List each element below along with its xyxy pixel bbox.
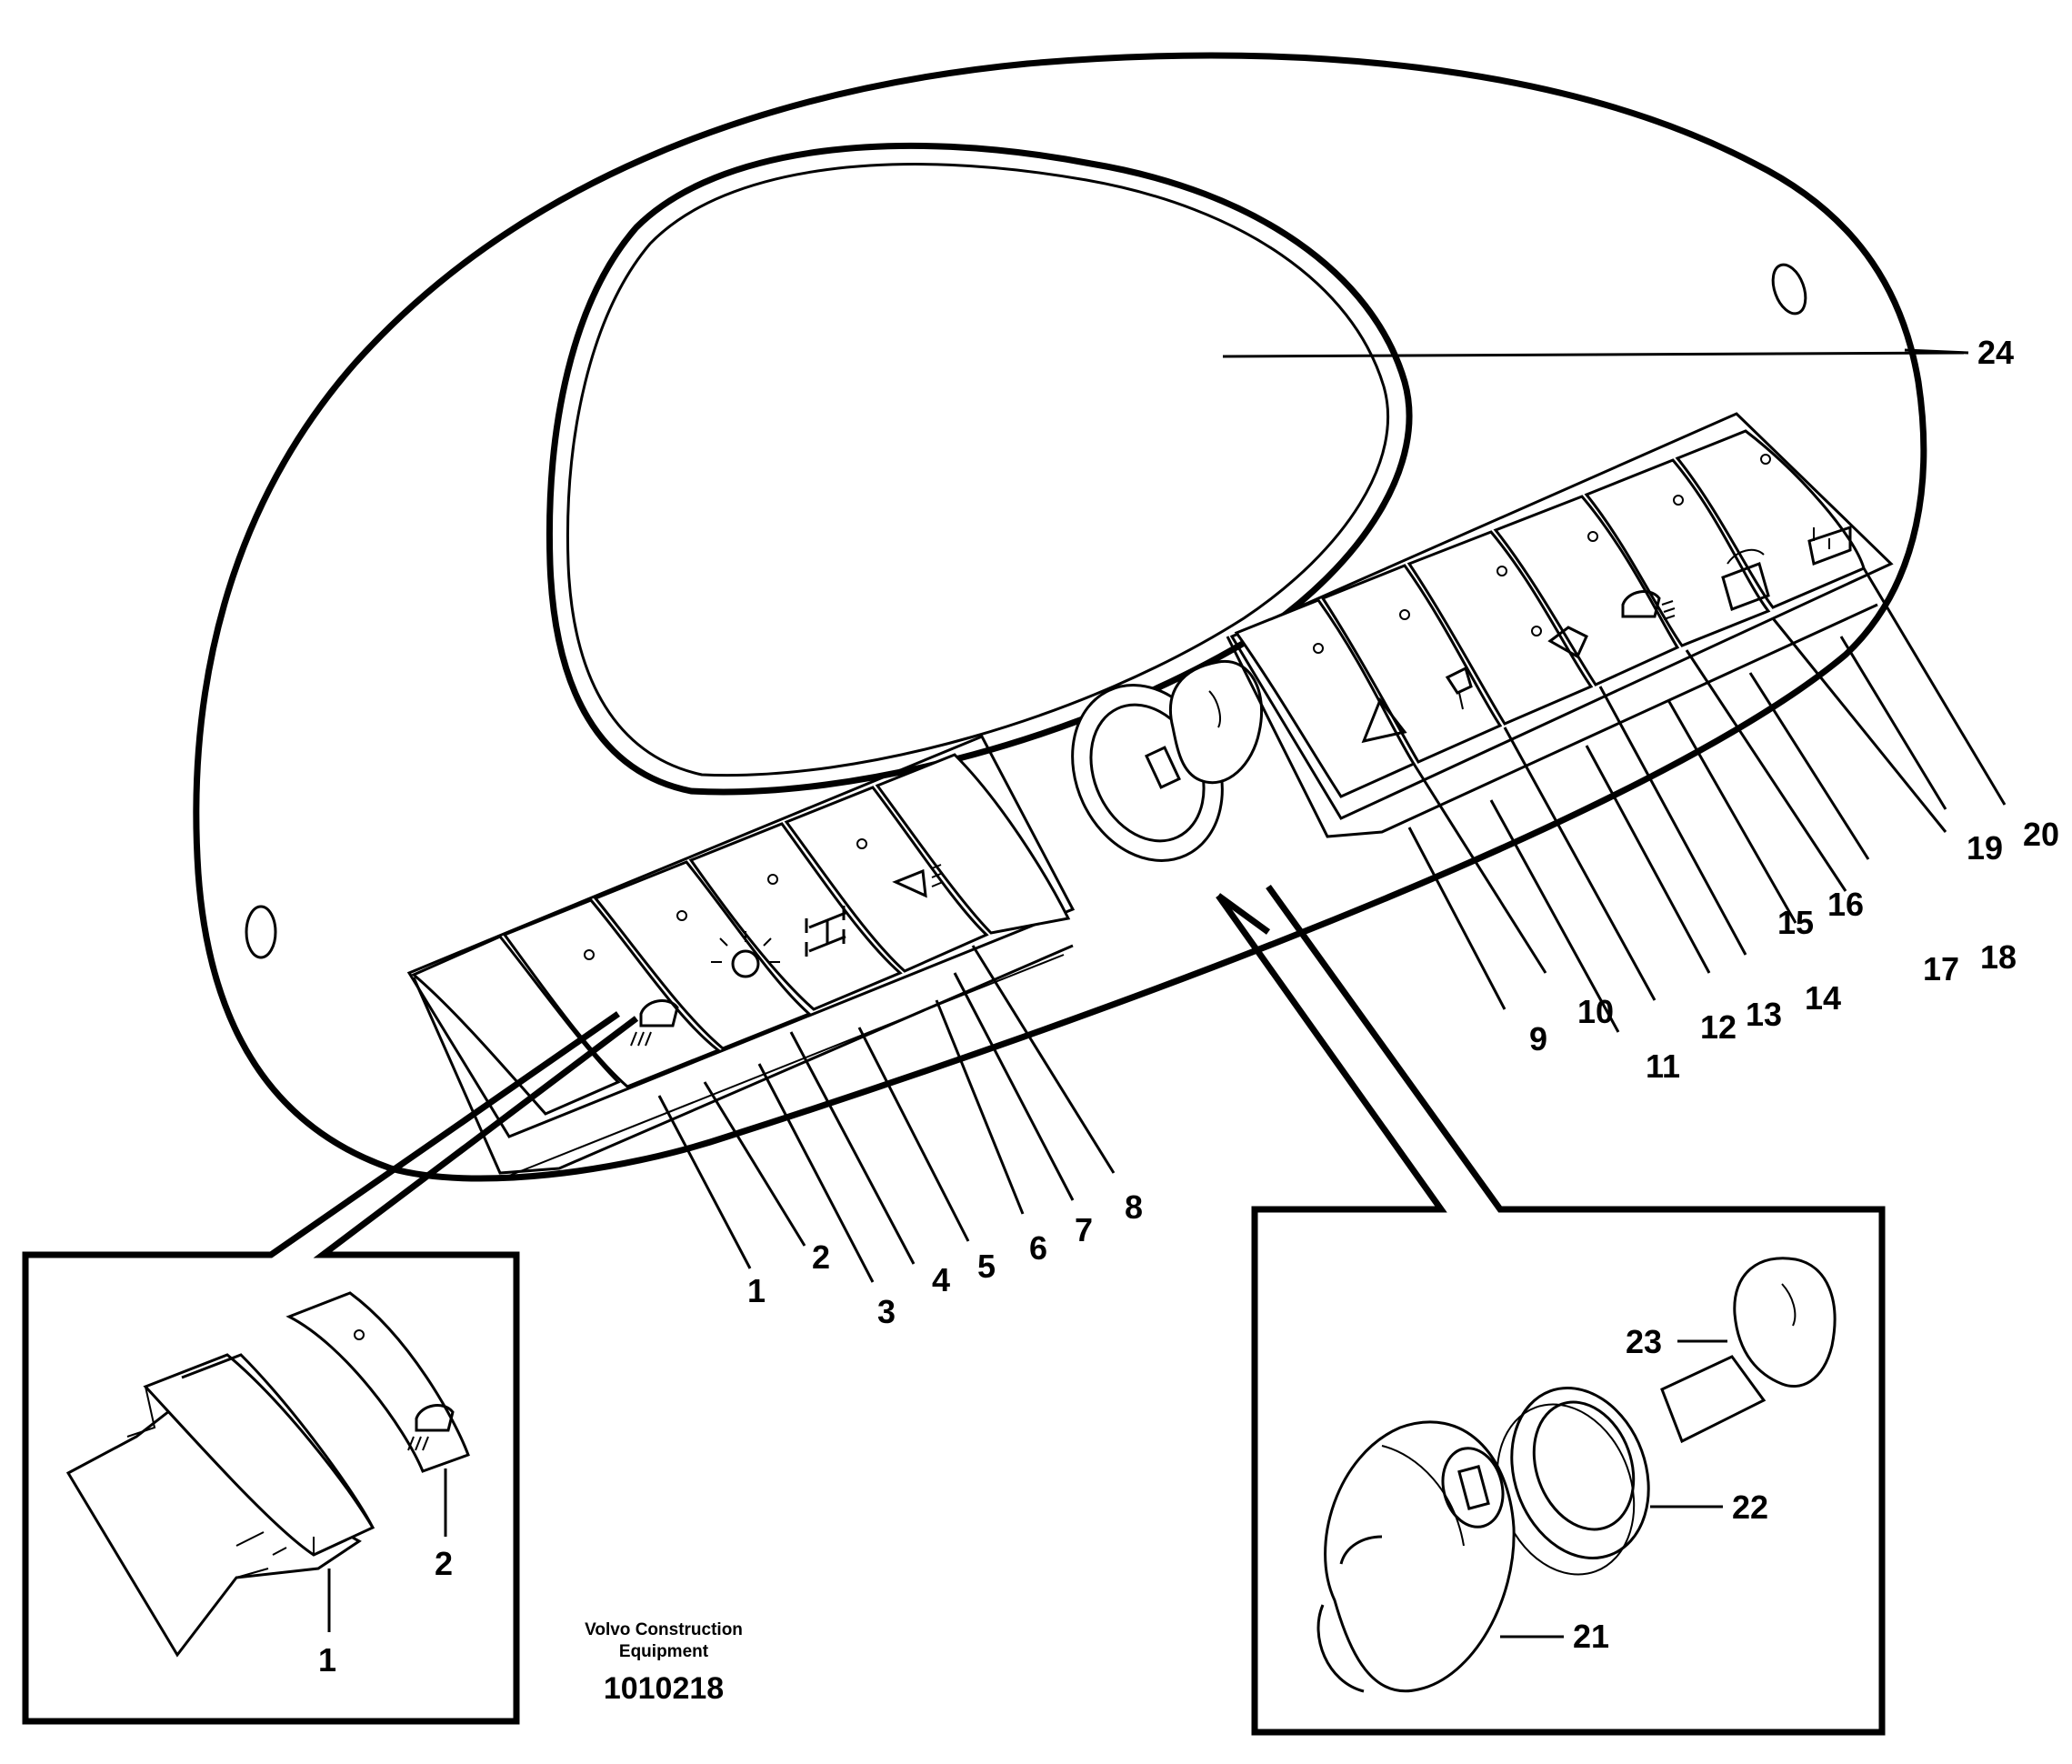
callout-24: 24	[1977, 334, 2014, 371]
gear-selector-icon	[1807, 525, 1852, 566]
ignition-bezel-ring	[1496, 1386, 1650, 1576]
callout-5: 5	[977, 1248, 996, 1285]
detail-callout-1: 1	[318, 1641, 336, 1679]
callout-11: 11	[1646, 1047, 1680, 1085]
callout-4: 4	[932, 1261, 950, 1298]
callout-21: 21	[1573, 1618, 1609, 1655]
mounting-slot-right	[1771, 263, 1807, 316]
detail-box-ignition: 23 22 21	[1216, 884, 1886, 1736]
main-callouts: 1 2 3 4 5 6 7 8 9 10 11 12 13 14 15 16 1…	[747, 334, 2059, 1330]
switch-differential-lock	[688, 822, 903, 1011]
rear-washer-icon	[1531, 626, 1588, 659]
leader-lines	[657, 348, 2007, 1283]
callout-2: 2	[812, 1238, 830, 1276]
ignition-switch	[1071, 659, 1264, 862]
ignition-key-detail	[1733, 1257, 1837, 1388]
detail-box-switch: 2 1	[22, 1011, 639, 1725]
beacon-light-icon	[711, 931, 780, 978]
right-switch-bank	[1226, 412, 1894, 838]
rear-work-light-icon	[1621, 590, 1676, 620]
switch-work-light-rear	[1493, 495, 1680, 687]
detail-callout-2: 2	[435, 1545, 453, 1582]
axle-lock-icon	[805, 906, 846, 957]
caption-company-line1: Volvo Construction	[585, 1620, 743, 1639]
callout-14: 14	[1805, 979, 1841, 1017]
hazard-warning-icon	[1361, 697, 1407, 744]
callout-13: 13	[1746, 996, 1782, 1033]
light-switch-icon	[1445, 666, 1473, 710]
caption-company-line2: Equipment	[619, 1642, 709, 1661]
switch-front-wiper	[1584, 458, 1771, 647]
mounting-slot-left	[245, 905, 277, 959]
callout-12: 12	[1700, 1008, 1737, 1046]
switch-lighting	[1320, 564, 1503, 764]
callout-18: 18	[1980, 938, 2017, 976]
switch-rotating-beacon	[593, 860, 812, 1050]
callout-1: 1	[747, 1272, 766, 1309]
callout-3: 3	[877, 1293, 896, 1330]
callout-20: 20	[2023, 816, 2059, 853]
callout-19: 19	[1967, 829, 2003, 867]
switch-work-light-front	[502, 898, 721, 1088]
drawing-caption: Volvo Construction Equipment 1010218	[585, 1620, 743, 1706]
switch-cover-exploded	[285, 1291, 470, 1473]
work-light-icon	[630, 999, 679, 1047]
blank-cover-right	[875, 753, 1071, 935]
callout-22: 22	[1732, 1488, 1768, 1526]
callout-17: 17	[1923, 950, 1959, 987]
callout-15: 15	[1777, 904, 1814, 941]
front-wiper-icon	[1721, 548, 1770, 611]
callout-6: 6	[1029, 1229, 1047, 1267]
instrument-panel-bezel	[193, 52, 1927, 1182]
switch-horn	[784, 786, 989, 973]
callout-16: 16	[1827, 886, 1864, 923]
work-light-icon-detail	[407, 1404, 455, 1451]
callout-9: 9	[1529, 1020, 1547, 1057]
callout-7: 7	[1075, 1211, 1093, 1248]
horn-icon	[892, 864, 944, 898]
callout-23: 23	[1626, 1323, 1662, 1360]
switch-rear-wiper	[1406, 530, 1594, 726]
ignition-lock-cylinder	[1316, 1420, 1516, 1693]
ignition-key	[1168, 659, 1264, 785]
left-switch-bank	[406, 735, 1076, 1178]
callout-10: 10	[1577, 993, 1614, 1030]
callout-8: 8	[1125, 1188, 1143, 1226]
caption-drawing-number: 1010218	[604, 1671, 724, 1706]
